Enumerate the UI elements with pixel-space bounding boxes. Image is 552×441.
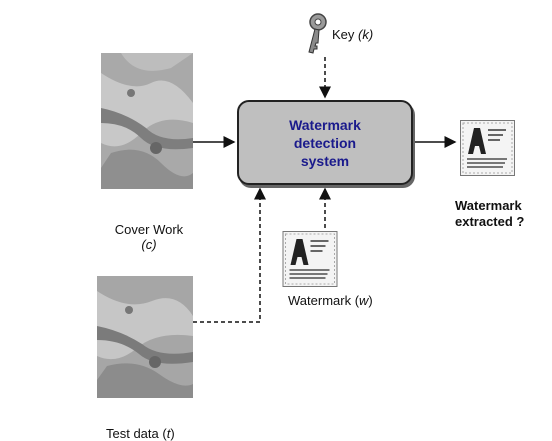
- key-icon: [308, 13, 327, 54]
- extracted-watermark-thumbnail: [460, 120, 515, 176]
- test-label-prefix: Test data (: [106, 426, 167, 441]
- detector-label: Watermark detection system: [289, 116, 361, 169]
- watermark-thumbnail: [282, 231, 338, 287]
- test-image: [97, 276, 193, 398]
- cover-label-line2: (c): [141, 237, 157, 252]
- watermark-label: Watermark (w): [288, 293, 373, 308]
- key-label-text: Key: [332, 27, 359, 42]
- key-label: Key (k): [332, 27, 373, 42]
- output-label: Watermark extracted ?: [455, 198, 524, 230]
- watermark-label-suffix: ): [368, 293, 373, 308]
- test-label: Test data (t): [106, 426, 175, 441]
- cover-image: [101, 53, 193, 189]
- output-label-line2: extracted ?: [455, 214, 525, 229]
- test-label-var: t: [166, 426, 171, 441]
- output-label-line1: Watermark: [455, 198, 522, 213]
- watermark-label-prefix: Watermark (: [288, 293, 360, 308]
- cover-label-line1: Cover Work: [114, 222, 184, 237]
- cover-label: Cover Work (c): [104, 222, 194, 252]
- key-label-var: (k): [358, 27, 374, 42]
- watermark-label-var: w: [359, 293, 369, 308]
- watermark-detection-box: Watermark detection system: [237, 100, 413, 185]
- test-label-suffix: ): [170, 426, 175, 441]
- test-arrow: [193, 187, 266, 323]
